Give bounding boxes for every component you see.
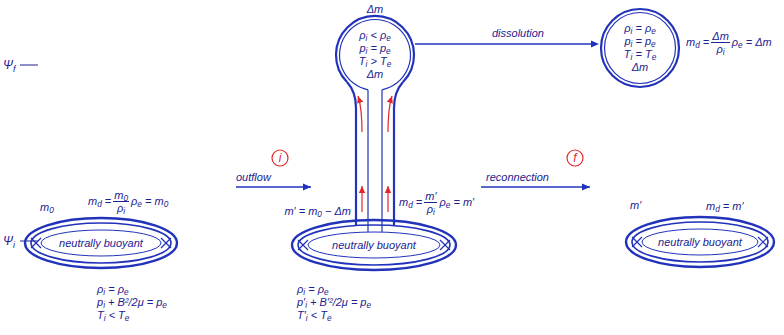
torus-cross [632,237,642,247]
equation-label: ρi = ρe [97,283,129,296]
equation-label: m′ = m0 − Δm [284,205,351,218]
flux-tube-wall [381,90,382,232]
flux-tube-wall [347,82,356,225]
process-label: outflow [236,171,271,184]
equation-label: m′ [630,199,641,212]
state-condition: Δm [600,61,680,74]
flux-torus: neutrally buoyant [23,216,179,270]
state-condition: Ti > Te [336,55,414,68]
process-arrow [481,186,590,187]
equation-label: ρe = m0 [131,195,168,208]
torus-cross [758,237,768,247]
flux-level: Ψf [3,59,15,72]
torus-cross [440,240,450,250]
flow-arrow [361,186,362,212]
fraction-bar [424,202,437,203]
torus-wall [31,223,171,263]
bubble-body: ρi = ρepi = peTi = TeΔm [600,22,680,74]
torus-cross [758,237,768,247]
torus-cross [161,238,171,248]
torus-wall [298,225,450,265]
torus-label: neutrally buoyant [332,239,416,252]
marker-ring [272,150,288,166]
process-label: dissolution [492,27,544,40]
flow-arrow [358,96,362,132]
state-condition: pi = pe [600,35,680,48]
torus-wall [292,220,456,270]
fraction-bar [711,42,730,43]
equation-label: Ti < Te [97,309,129,322]
flow-arrow [387,186,388,212]
balloon-wall [336,16,414,82]
torus-core [41,230,161,256]
fraction-denominator: ρi [117,202,125,214]
torus-cross [161,238,171,248]
state-condition: Δm [336,68,414,81]
flux-bubble: ρi = ρepi = peTi = TeΔm [600,8,680,88]
balloon-body: ρi < ρepi = peTi > TeΔm [336,29,414,81]
fraction-numerator: m0 [114,189,128,201]
equation-label: md = m′ [706,200,744,213]
flux-torus: neutrally buoyant [624,215,776,269]
flux-tube-wall [367,90,368,232]
flux-level-tick [20,241,38,242]
torus-cross [31,238,41,248]
torus-core [308,232,440,258]
marker-ring [567,150,583,166]
bubble-wall [601,9,679,87]
flow-connector [415,41,599,48]
state-condition: ρi = ρe [600,22,680,35]
torus-wall [632,222,768,262]
torus-wall [25,218,177,268]
state-marker: i [271,149,289,167]
state-marker: f [566,149,584,167]
flux-level: Ψi [3,235,15,248]
state-letter: i [279,149,282,167]
state-condition: pi = pe [336,42,414,55]
fraction-denominator: ρi [716,43,724,55]
equation-label: ρe = Δm [732,36,772,49]
equation-label: ρe = m′ [439,196,474,209]
torus-cross [31,238,41,248]
fraction-numerator: Δm [712,30,729,42]
torus-label: neutrally buoyant [658,236,742,249]
fraction-numerator: m′ [425,190,436,202]
flow-arrow [388,96,392,132]
flux-level-tick [20,65,38,66]
torus-cross [298,240,308,250]
arrow-head [591,41,599,48]
flux-balloon: Δmρi < ρepi = peTi > TeΔm [336,3,414,94]
state-condition: ρi < ρe [336,29,414,42]
equation-label: pi + B²/2μ = pe [97,296,167,309]
flux-torus: neutrally buoyant [290,218,458,272]
equation-label: md = [88,195,111,208]
equation-label: p′i + B′²/2μ = pe [297,296,371,309]
equation-label: T′i < Te [297,309,332,322]
torus-cross [440,240,450,250]
balloon-heading: Δm [336,3,414,16]
equation-label: md = [686,36,709,49]
equation-label: m0 [40,201,54,214]
torus-cross [298,240,308,250]
process-label: reconnection [486,171,549,184]
torus-core [642,229,758,255]
connector-line [415,43,592,44]
process-arrow [236,186,311,187]
equation-label: ρi = ρe [297,283,329,296]
state-letter: f [573,149,576,167]
fraction-denominator: ρi [427,203,435,215]
torus-label: neutrally buoyant [59,237,143,250]
state-condition: Ti = Te [600,48,680,61]
equation-label: md = [399,196,422,209]
torus-cross [632,237,642,247]
torus-wall [626,217,774,267]
